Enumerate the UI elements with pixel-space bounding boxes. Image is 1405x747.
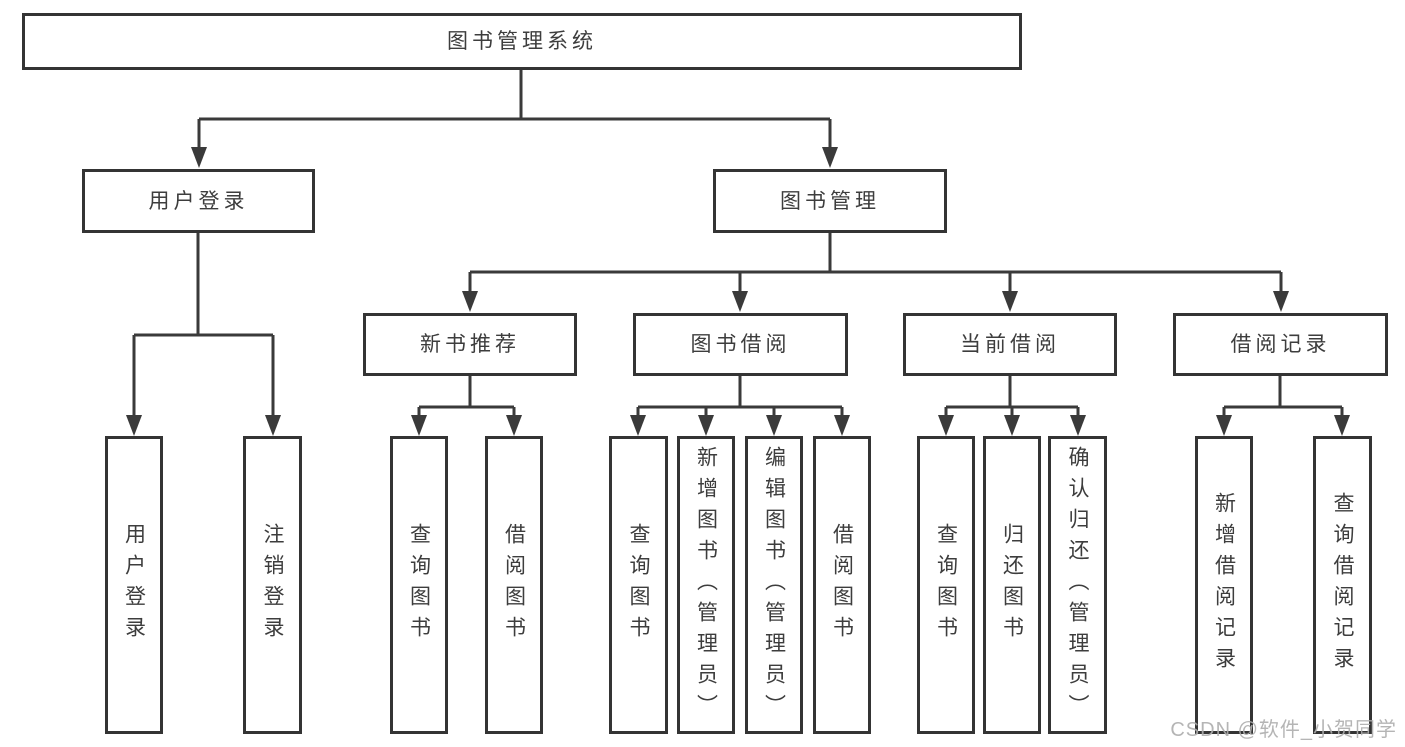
- node-current-borrowing: 当前借阅: [903, 313, 1117, 376]
- node-label: 查询图书: [934, 523, 958, 647]
- node-book-borrowing: 图书借阅: [633, 313, 848, 376]
- node-label: 用户登录: [122, 523, 146, 647]
- leaf-records-add-borrow-record: 新增借阅记录: [1195, 436, 1253, 734]
- node-user-login: 用户登录: [82, 169, 315, 233]
- leaf-recommend-query-books: 查询图书: [390, 436, 448, 734]
- node-label: 新增借阅记录: [1212, 492, 1236, 678]
- node-label: 借阅图书: [502, 523, 526, 647]
- leaf-logout: 注销登录: [243, 436, 302, 734]
- leaf-current-confirm-return-admin: 确认归还（管理员）: [1048, 436, 1107, 734]
- csdn-watermark: CSDN @软件_小贺同学: [1170, 719, 1397, 741]
- node-label: 图书管理: [780, 189, 880, 213]
- node-label: 查询图书: [627, 523, 650, 647]
- leaf-borrow-edit-books-admin: 编辑图书（管理员）: [745, 436, 803, 734]
- node-label: 图书管理系统: [447, 30, 597, 53]
- node-label: 图书借阅: [690, 333, 791, 356]
- node-label: 查询借阅记录: [1331, 492, 1354, 678]
- node-label: 注销登录: [261, 523, 284, 647]
- node-label: 用户登录: [148, 189, 249, 213]
- node-library-system: 图书管理系统: [22, 13, 1022, 70]
- leaf-borrow-add-books-admin: 新增图书（管理员）: [677, 436, 735, 734]
- leaf-recommend-borrow-books: 借阅图书: [485, 436, 543, 734]
- node-label: 当前借阅: [960, 333, 1060, 356]
- node-label: 归还图书: [1000, 523, 1024, 647]
- node-label: 借阅图书: [830, 523, 854, 647]
- leaf-user-login: 用户登录: [105, 436, 163, 734]
- connector-paths: [132, 70, 1344, 418]
- arrowheads: [126, 147, 1350, 436]
- leaf-current-return-books: 归还图书: [983, 436, 1041, 734]
- leaf-borrow-query-books: 查询图书: [609, 436, 668, 734]
- node-label: 新增图书（管理员）: [694, 445, 718, 725]
- node-borrowing-records: 借阅记录: [1173, 313, 1388, 376]
- node-label: 新书推荐: [420, 333, 520, 356]
- node-label: 确认归还（管理员）: [1066, 445, 1089, 725]
- node-label: 查询图书: [407, 523, 431, 647]
- node-label: 编辑图书（管理员）: [762, 445, 786, 725]
- node-label: 借阅记录: [1230, 333, 1331, 356]
- node-book-management: 图书管理: [713, 169, 947, 233]
- node-new-book-recommendation: 新书推荐: [363, 313, 577, 376]
- leaf-records-query-borrow-record: 查询借阅记录: [1313, 436, 1372, 734]
- leaf-current-query-books: 查询图书: [917, 436, 975, 734]
- leaf-borrow-borrow-books: 借阅图书: [813, 436, 871, 734]
